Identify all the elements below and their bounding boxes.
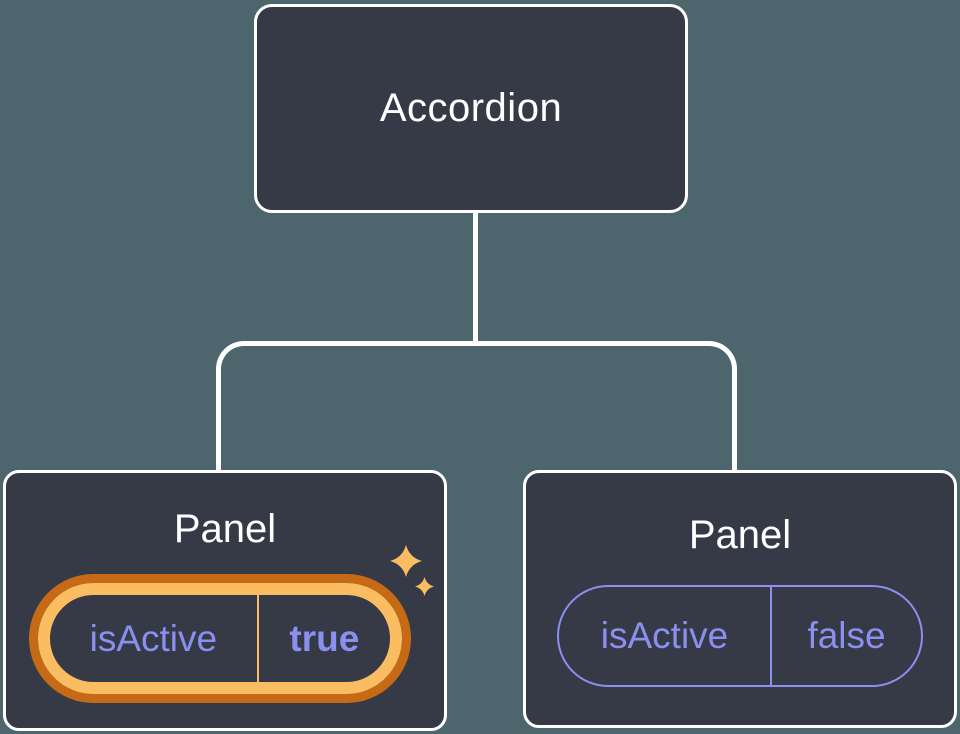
node-accordion: Accordion: [254, 4, 688, 213]
panel-label: Panel: [173, 507, 277, 551]
connector-stem: [473, 211, 478, 344]
sparkle-icon: [390, 545, 422, 577]
node-panel-idle: Panel isActive false: [523, 470, 957, 728]
state-key: isActive: [50, 595, 259, 682]
state-pill-active: isActive true: [38, 583, 402, 694]
state-key: isActive: [559, 587, 773, 685]
state-value: false: [807, 615, 886, 656]
state-value: true: [289, 617, 360, 659]
state-pill-idle: isActive false: [557, 585, 923, 687]
sparkle-icon: [415, 577, 434, 596]
accordion-label: Accordion: [379, 86, 563, 130]
connector-branch: [216, 341, 737, 470]
panel-label: Panel: [688, 513, 792, 557]
node-panel-active: Panel isActive true: [3, 470, 447, 731]
